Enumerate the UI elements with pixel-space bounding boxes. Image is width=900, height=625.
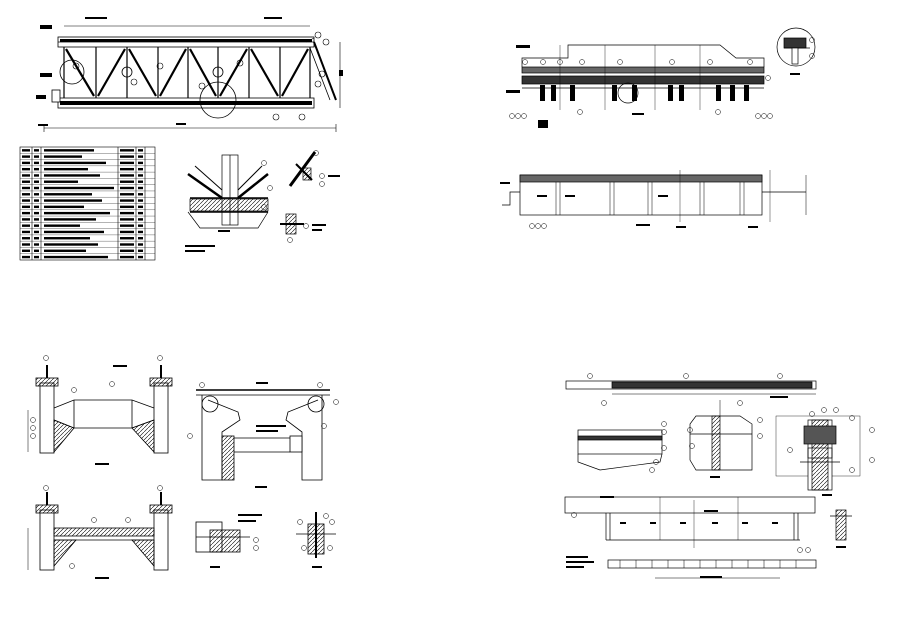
schedule-cell-text	[22, 161, 30, 165]
schedule-cell-text	[138, 155, 143, 158]
deck-longitudinal-section	[500, 170, 807, 229]
schedule-cell-text	[138, 211, 143, 215]
schedule-cell-text	[22, 199, 30, 202]
schedule-cell-text	[22, 174, 30, 177]
girder-detail-views	[564, 373, 875, 579]
schedule-cell-text	[22, 149, 30, 152]
schedule-cell-text	[34, 255, 39, 259]
schedule-cell-text	[34, 155, 39, 158]
schedule-cell-text	[34, 211, 39, 215]
schedule-cell-text	[138, 167, 143, 171]
schedule-cell-text	[44, 155, 82, 158]
schedule-cell-text	[44, 243, 98, 246]
schedule-cell-text	[120, 224, 134, 227]
schedule-cell-text	[120, 149, 134, 152]
schedule-cell-text	[44, 180, 78, 183]
schedule-cell-text	[120, 174, 134, 177]
schedule-cell-text	[34, 224, 39, 227]
schedule-cell-text	[34, 149, 39, 152]
schedule-cell-text	[44, 255, 108, 259]
schedule-cell-text	[120, 167, 134, 171]
schedule-cell-text	[120, 211, 134, 215]
schedule-cell-text	[22, 211, 30, 215]
schedule-cell-text	[120, 255, 134, 259]
schedule-cell-text	[138, 255, 143, 259]
schedule-cell-text	[34, 186, 39, 190]
schedule-cell-text	[34, 174, 39, 177]
schedule-cell-text	[138, 199, 143, 202]
schedule-cell-text	[44, 149, 94, 152]
truss-bridge-elevation	[36, 17, 343, 132]
schedule-cell-text	[138, 243, 143, 246]
schedule-cell-text	[22, 193, 30, 196]
schedule-cell-text	[44, 161, 106, 165]
schedule-cell-text	[138, 224, 143, 227]
schedule-cell-text	[22, 167, 30, 171]
schedule-cell-text	[138, 161, 143, 165]
schedule-cell-text	[22, 237, 30, 240]
schedule-cell-text	[34, 249, 39, 252]
schedule-cell-text	[22, 205, 30, 209]
schedule-cell-text	[34, 180, 39, 183]
schedule-cell-text	[22, 155, 30, 158]
schedule-cell-text	[120, 249, 134, 252]
schedule-cell-text	[138, 205, 143, 209]
schedule-cell-text	[22, 243, 30, 246]
schedule-cell-text	[44, 237, 90, 240]
schedule-cell-text	[138, 218, 143, 221]
schedule-cell-text	[120, 218, 134, 221]
schedule-cell-text	[44, 218, 96, 221]
schedule-cell-text	[22, 218, 30, 221]
schedule-cell-text	[120, 205, 134, 209]
schedule-cell-text	[44, 224, 80, 227]
schedule-cell-text	[120, 243, 134, 246]
schedule-cell-text	[44, 167, 88, 171]
schedule-cell-text	[44, 249, 86, 252]
schedule-cell-text	[138, 174, 143, 177]
schedule-cell-text	[34, 218, 39, 221]
schedule-cell-text	[22, 186, 30, 190]
schedule-cell-text	[22, 180, 30, 183]
schedule-cell-text	[34, 199, 39, 202]
schedule-cell-text	[138, 193, 143, 196]
schedule-cell-text	[34, 243, 39, 246]
schedule-cell-text	[138, 237, 143, 240]
schedule-cell-text	[138, 230, 143, 234]
schedule-cell-text	[138, 180, 143, 183]
schedule-cell-text	[22, 255, 30, 259]
schedule-cell-text	[22, 249, 30, 252]
member-schedule-table	[19, 146, 156, 261]
deck-side-elevation	[506, 27, 816, 128]
schedule-cell-text	[34, 230, 39, 234]
schedule-cell-text	[120, 186, 134, 190]
schedule-cell-text	[44, 205, 84, 209]
schedule-cell-text	[44, 193, 92, 196]
schedule-cell-text	[34, 161, 39, 165]
portal-frame-sections	[27, 355, 339, 579]
schedule-cell-text	[44, 186, 114, 190]
schedule-cell-text	[44, 174, 100, 177]
schedule-cell-text	[34, 237, 39, 240]
schedule-cell-text	[34, 193, 39, 196]
schedule-cell-text	[138, 249, 143, 252]
schedule-cell-text	[22, 230, 30, 234]
schedule-cell-text	[22, 224, 30, 227]
schedule-cell-text	[120, 230, 134, 234]
schedule-cell-text	[120, 161, 134, 165]
schedule-cell-text	[34, 167, 39, 171]
schedule-cell-text	[120, 155, 134, 158]
schedule-cell-text	[138, 149, 143, 152]
schedule-cell-text	[120, 199, 134, 202]
schedule-cell-text	[34, 205, 39, 209]
schedule-cell-text	[120, 237, 134, 240]
schedule-cell-text	[120, 193, 134, 196]
schedule-cell-text	[44, 211, 110, 215]
schedule-cell-text	[44, 230, 104, 234]
schedule-cell-text	[120, 180, 134, 183]
joint-detail-views	[185, 150, 340, 252]
schedule-cell-text	[44, 199, 102, 202]
schedule-cell-text	[138, 186, 143, 190]
